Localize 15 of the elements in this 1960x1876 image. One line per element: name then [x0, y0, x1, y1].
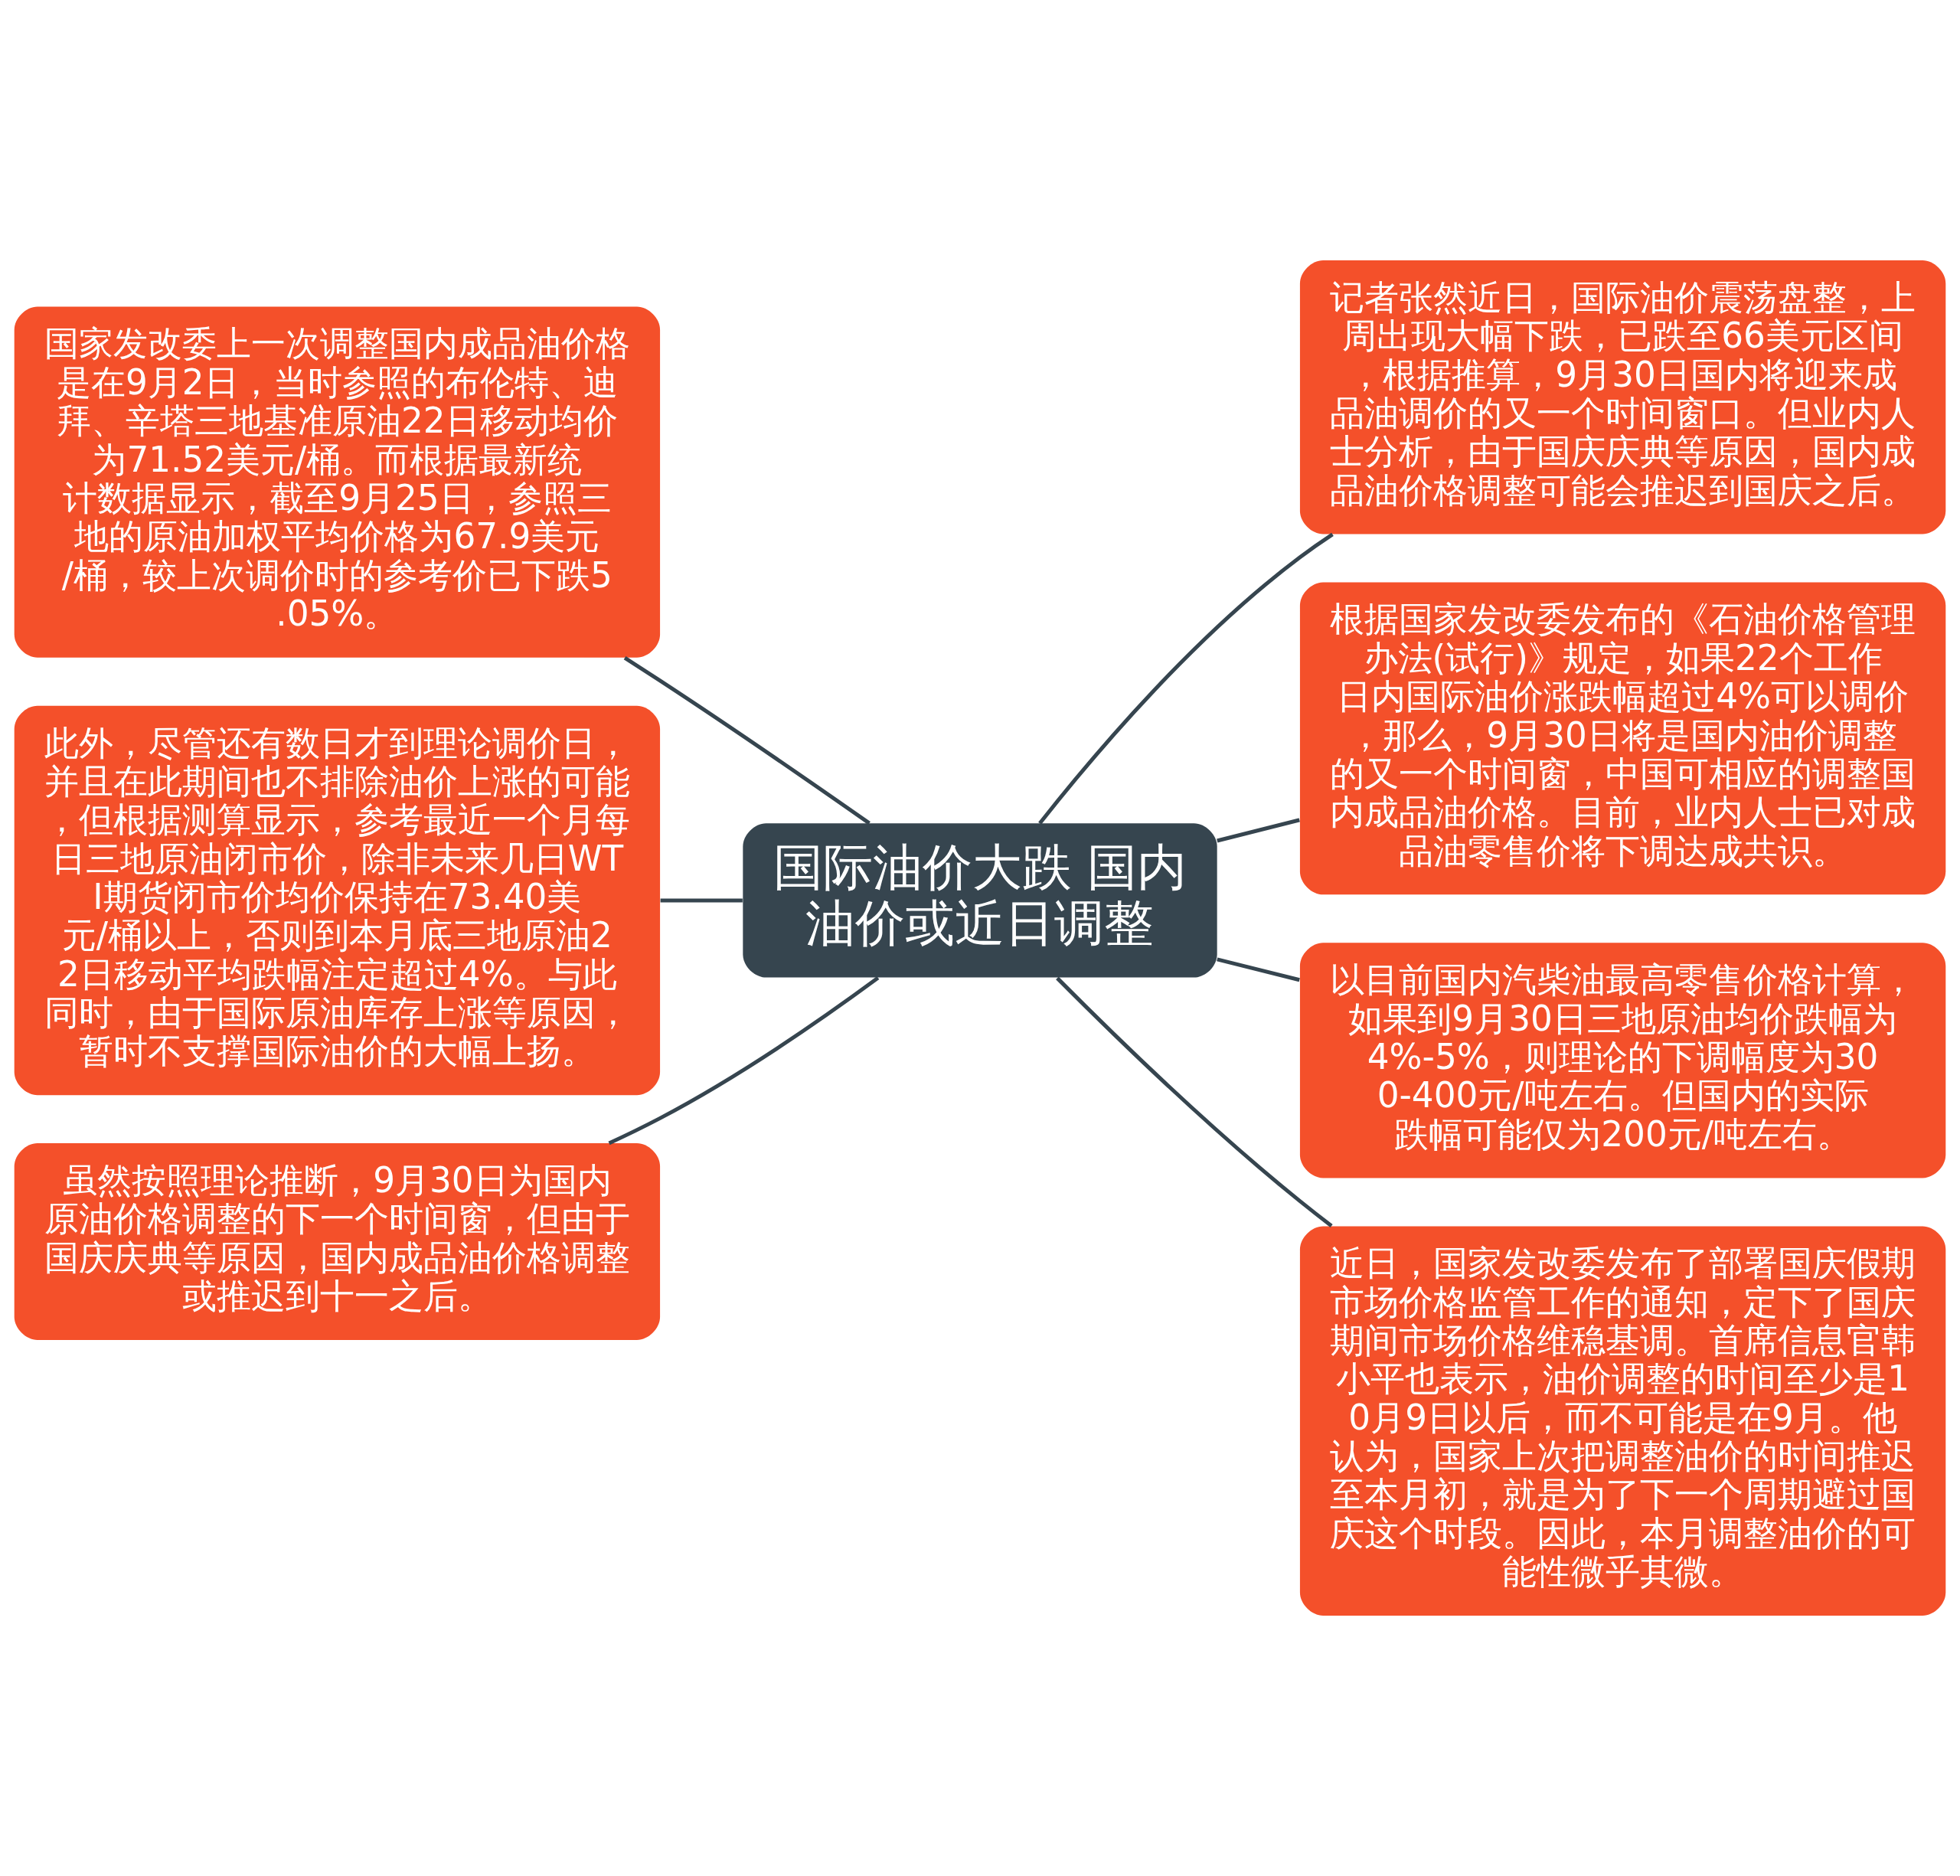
node-box: 记者张然近日，国际油价震荡盘整，上周出现大幅下跌，已跌至66美元区间，根据推算，9月30日国内将迎来成品油调价的又一个时间窗口。但业内人士分析，由于国庆庆典等原因，国内成品油价格调整可能会推迟到国庆之后。 — [1299, 260, 1946, 534]
connector — [623, 655, 871, 825]
node-box: 以目前国内汽柴油最高零售价格计算，如果到9月30日三地原油均价跌幅为4%-5%，则理论的下调幅度为300-400元/吨左右。但国内的实际跌幅可能仅为200元/吨左右。 — [1299, 943, 1946, 1178]
connector — [1217, 818, 1300, 843]
node-box: 根据国家发改委发布的《石油价格管理办法(试行)》规定，如果22个工作日内国际油价涨跌幅超过4%可以调价，那么，9月30日将是国内油价调整的又一个时间窗，中国可相应的调整国内成品油价格。目前，业内人士已对成品油零售价将下调达成共识。 — [1299, 582, 1946, 895]
node-box: 虽然按照理论推断，9月30日为国内原油价格调整的下一个时间窗，但由于国庆庆典等原因，国内成品油价格调整或推迟到十一之后。 — [14, 1143, 661, 1340]
connector — [1056, 976, 1333, 1228]
node-box: 国家发改委上一次调整国内成品油价格是在9月2日，当时参照的布伦特、迪拜、辛塔三地基准原油22日移动均价为71.52美元/桶。而根据最新统计数据显示，截至9月25日，参照三地的原油加权平均价格为67.9美元/桶，较上次调价时的参考价已下跌5.05%。 — [14, 306, 661, 658]
node-box: 近日，国家发改委发布了部署国庆假期市场价格监管工作的通知，定下了国庆期间市场价格维稳基调。首席信息官韩小平也表示，油价调整的时间至少是10月9日以后，而不可能是在9月。他认为，国家上次把调整油价的时间推迟至本月初，就是为了下一个周期避过国庆这个时段。因此，本月调整油价的可能性微乎其微。 — [1299, 1226, 1946, 1616]
connector — [1038, 532, 1334, 825]
node-box: 国际油价大跌 国内油价或近日调整 — [743, 823, 1217, 978]
connector — [660, 898, 743, 903]
connector — [608, 976, 880, 1146]
connector — [1217, 957, 1300, 982]
node-box: 此外，尽管还有数日才到理论调价日，并且在此期间也不排除油价上涨的可能，但根据测算显示，参考最近一个月每日三地原油闭市价，除非未来几日WTI期货闭市价均价保持在73.40美元/桶以上，否则到本月底三地原油22日移动平均跌幅注定超过4%。与此同时，由于国际原油库存上涨等原因，暂时不支撑国际油价的大幅上扬。 — [14, 705, 661, 1096]
